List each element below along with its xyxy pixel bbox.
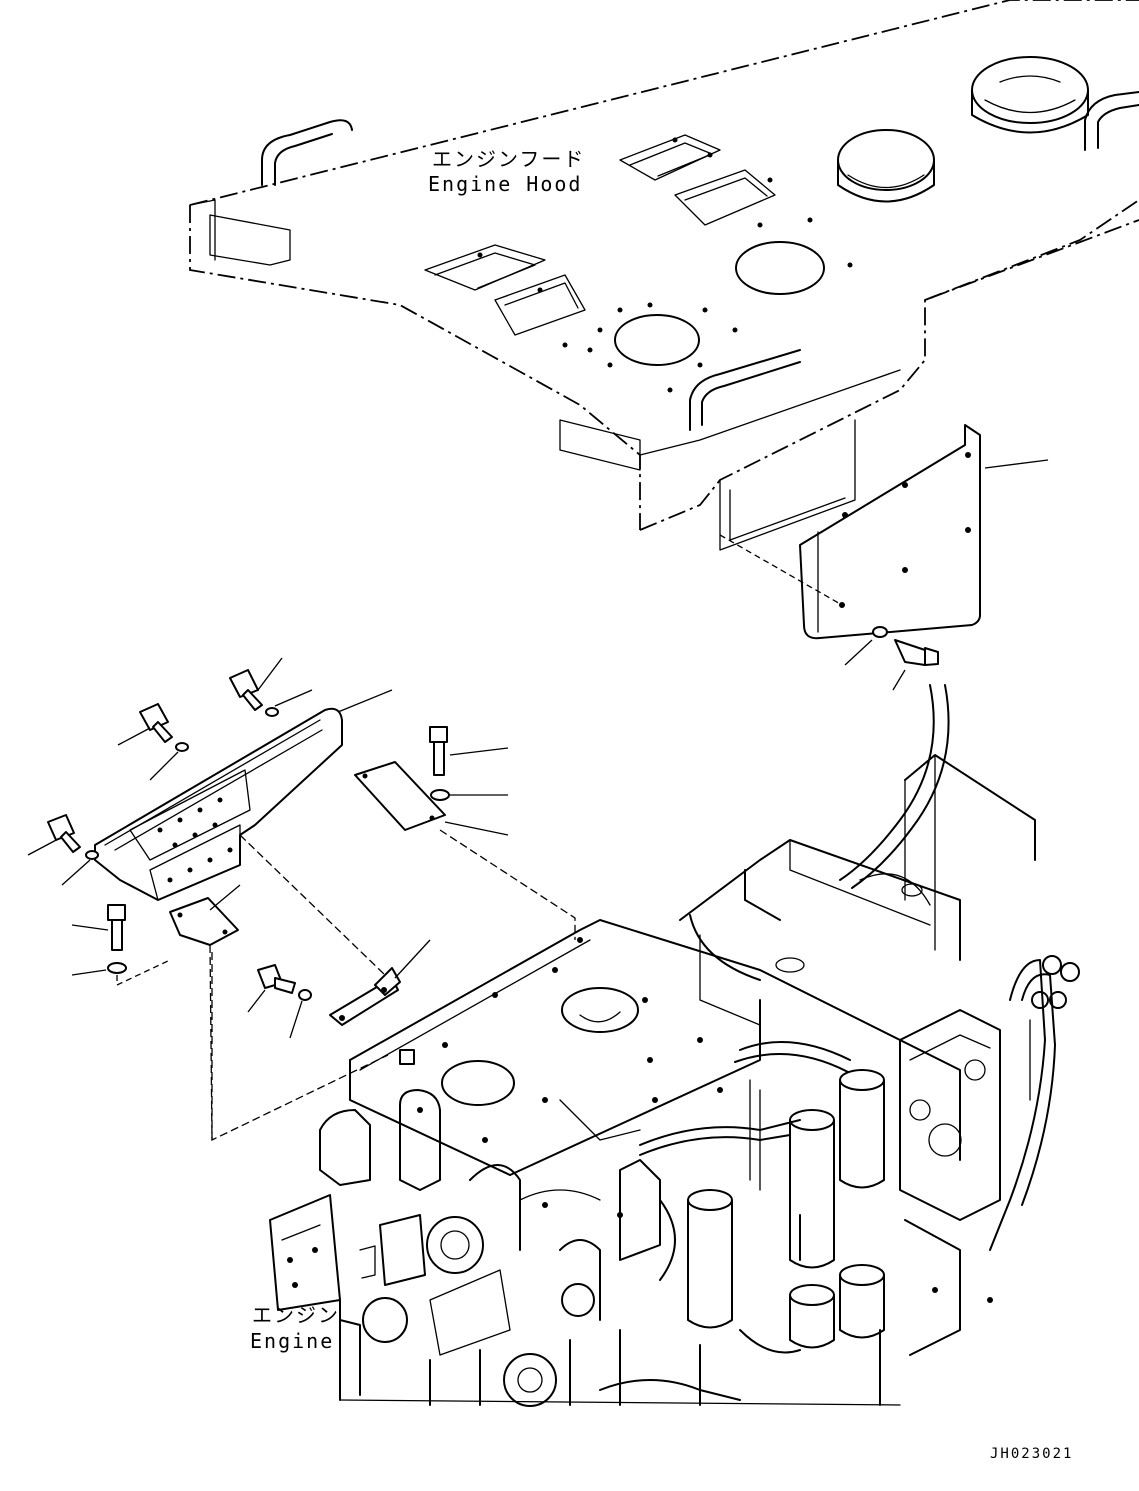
cover-plate-drawing xyxy=(719,424,1049,640)
engine-hood-drawing xyxy=(189,0,1139,551)
link-bracket-drawing xyxy=(239,834,431,1026)
engine-label-jp: エンジン xyxy=(252,1303,340,1327)
mid-plate-drawing xyxy=(354,761,576,940)
bracket-drawing xyxy=(94,689,393,901)
engine-drawing xyxy=(269,754,1080,1407)
engine-hood-label-jp: エンジンフード xyxy=(432,147,586,171)
engine-label-en: Engine xyxy=(250,1329,335,1353)
hose-drawing xyxy=(839,684,950,889)
drawing-code: JH023021 xyxy=(990,1446,1074,1462)
washer-drawing xyxy=(844,626,888,666)
bolts-left xyxy=(27,657,509,1039)
bolt-drawing xyxy=(892,639,939,691)
hood-holes xyxy=(477,137,853,393)
engine-hood-label-en: Engine Hood xyxy=(428,172,583,196)
